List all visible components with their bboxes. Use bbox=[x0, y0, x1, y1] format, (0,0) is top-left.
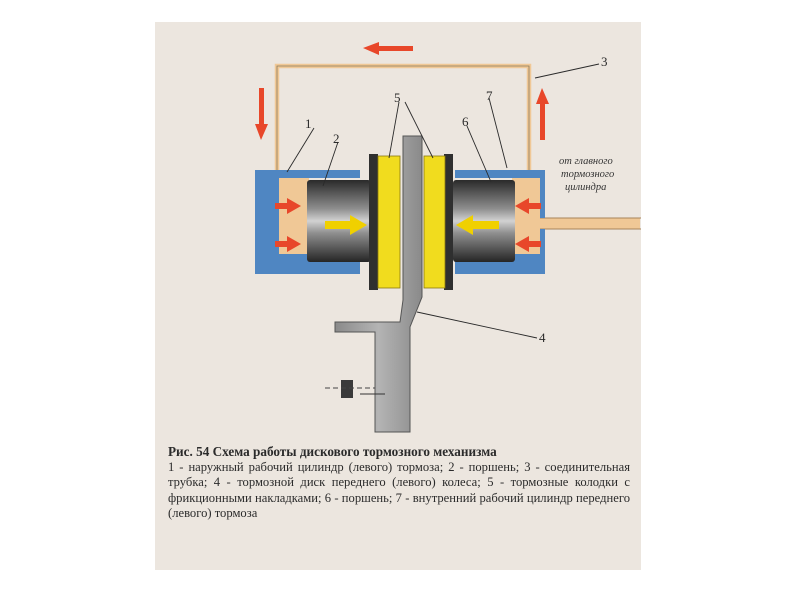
caption-body: 1 - наружный рабочий цилиндр (левого) то… bbox=[168, 459, 630, 521]
label-6: 6 bbox=[462, 114, 469, 129]
pad-backing-left bbox=[369, 154, 378, 290]
leader-5b bbox=[404, 101, 434, 159]
source-label-line-2: тормозного bbox=[561, 169, 614, 180]
flow-arrows bbox=[255, 42, 549, 252]
outer-cylinder-left bbox=[255, 170, 360, 274]
brake-pad-left bbox=[377, 155, 401, 289]
source-label-line-1: от главного bbox=[559, 156, 613, 167]
figure-caption: Рис. 54 Схема работы дискового тормозног… bbox=[168, 444, 630, 522]
leader-5a bbox=[388, 101, 400, 159]
label-7: 7 bbox=[486, 88, 493, 103]
arrow-up-right bbox=[536, 88, 549, 140]
leader-3 bbox=[534, 63, 600, 79]
arrow-into-right-piston-2 bbox=[515, 236, 541, 252]
label-4: 4 bbox=[539, 330, 546, 345]
disc-brake-diagram: 1 2 3 4 5 6 7 от главного тормозного цил… bbox=[255, 42, 641, 433]
caption-title: Рис. 54 Схема работы дискового тормозног… bbox=[168, 444, 497, 459]
leader-7 bbox=[488, 97, 508, 169]
label-2: 2 bbox=[333, 131, 340, 146]
piston-arrow-left bbox=[325, 215, 367, 235]
hub-bolt bbox=[341, 380, 353, 398]
brake-disc bbox=[334, 135, 423, 433]
inner-cylinder-right bbox=[455, 170, 545, 274]
leader-1 bbox=[286, 127, 315, 173]
arrow-into-left-piston-2 bbox=[275, 236, 301, 252]
leader-4 bbox=[416, 311, 538, 339]
pad-backing-right bbox=[444, 154, 453, 290]
piston-force-arrows bbox=[325, 215, 499, 235]
arrow-into-left-piston-1 bbox=[275, 198, 301, 214]
inlet-line bbox=[540, 218, 640, 229]
label-5: 5 bbox=[394, 90, 401, 105]
leader-2 bbox=[322, 141, 339, 187]
arrow-down-left bbox=[255, 88, 268, 140]
arrow-top-left bbox=[363, 42, 413, 55]
piston-arrow-right bbox=[456, 215, 499, 235]
label-3: 3 bbox=[601, 54, 608, 69]
source-label-line-3: цилиндра bbox=[565, 182, 606, 193]
label-1: 1 bbox=[305, 116, 312, 131]
arrow-into-right-piston-1 bbox=[515, 198, 541, 214]
scanned-page: 1 2 3 4 5 6 7 от главного тормозного цил… bbox=[155, 22, 641, 570]
brake-pad-right bbox=[423, 155, 446, 289]
leader-6 bbox=[466, 125, 492, 183]
